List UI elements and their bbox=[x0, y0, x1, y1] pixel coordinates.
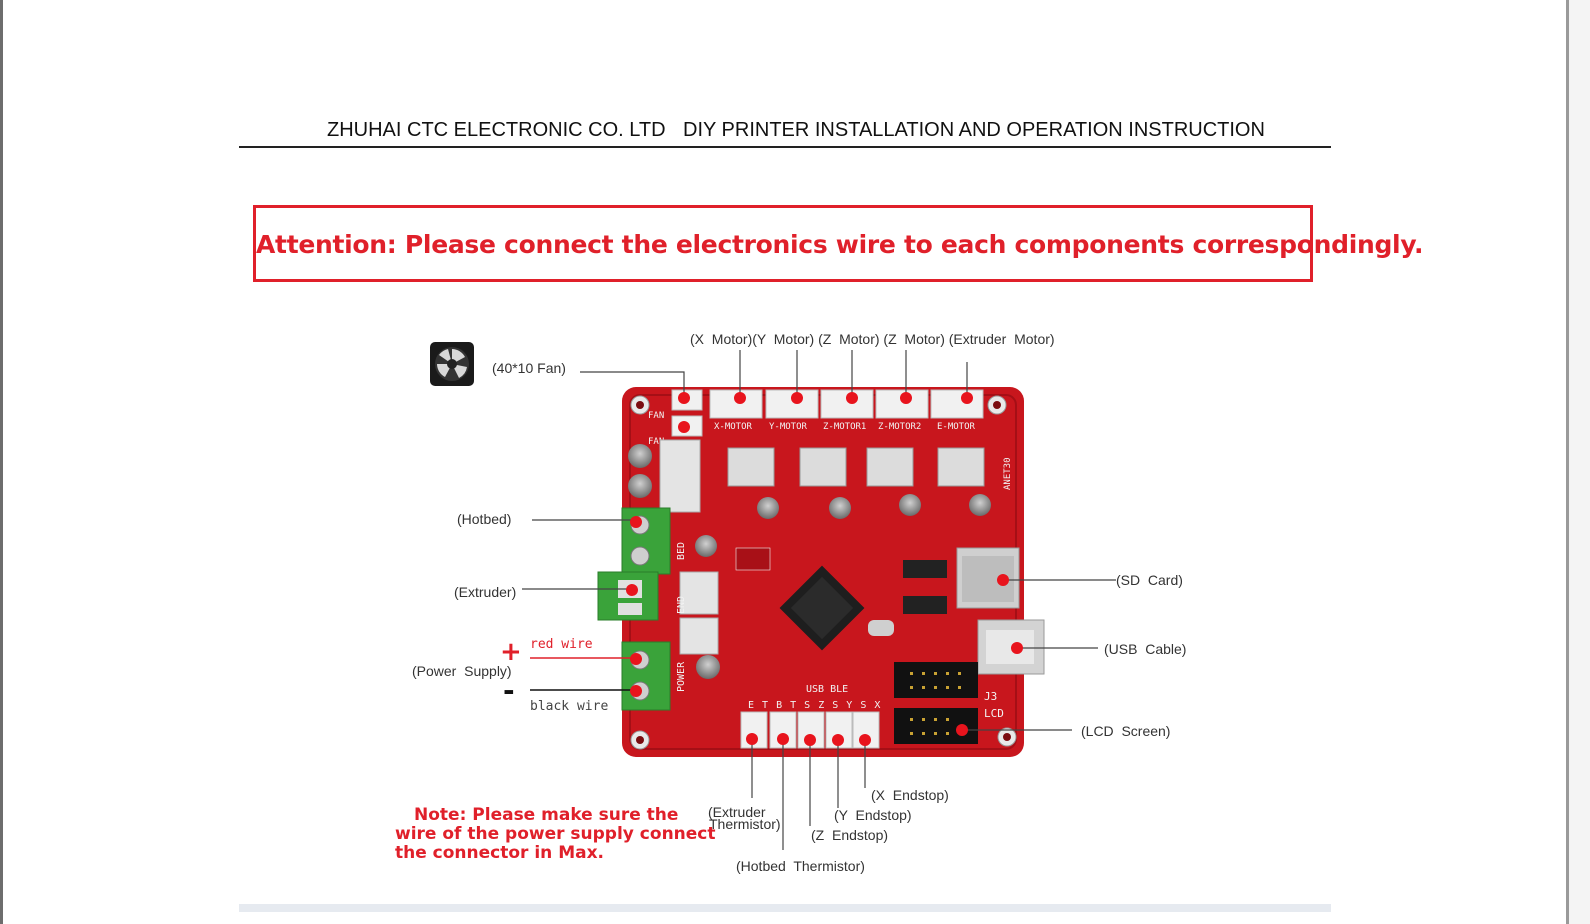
label-fan: (40*10 Fan) bbox=[492, 360, 566, 376]
lcd-headers bbox=[894, 662, 978, 744]
sd-card-slot bbox=[956, 547, 1020, 609]
label-hotbed: (Hotbed) bbox=[457, 511, 511, 527]
label-hotbed-thermistor: (Hotbed Thermistor) bbox=[736, 858, 865, 874]
attention-box: Attention: Please connect the electronic… bbox=[253, 205, 1424, 282]
viewer-left-border bbox=[0, 0, 3, 924]
viewer-scrollbar[interactable] bbox=[1566, 0, 1569, 924]
callout-lines bbox=[522, 350, 1116, 850]
usb-connector bbox=[977, 619, 1045, 675]
note-line-1: Note: Please make sure the bbox=[414, 805, 678, 825]
minus-sign: - bbox=[503, 674, 515, 707]
stepper-drivers bbox=[659, 439, 985, 655]
header-document-title: DIY PRINTER INSTALLATION AND OPERATION I… bbox=[683, 119, 1265, 141]
label-x-endstop: (X Endstop) bbox=[871, 787, 949, 803]
silk-fan-1: FAN bbox=[648, 411, 664, 421]
connection-dots bbox=[626, 392, 1023, 746]
controller-board: X-MOTOR Y-MOTOR Z-MOTOR1 Z-MOTOR2 E-MOTO… bbox=[597, 387, 1045, 757]
label-usb-cable: (USB Cable) bbox=[1104, 641, 1186, 657]
note-line-3: the connector in Max. bbox=[395, 843, 604, 863]
capacitors bbox=[628, 444, 991, 679]
page-header: ZHUHAI CTC ELECTRONIC CO. LTD DIY PRINTE… bbox=[239, 116, 1331, 148]
silk-bed: BED bbox=[676, 542, 687, 560]
screw-terminals bbox=[597, 507, 671, 711]
label-extruder: (Extruder) bbox=[454, 584, 516, 600]
silk-board-name: ANET30 bbox=[1003, 457, 1013, 490]
label-power-supply: (Power Supply) bbox=[412, 663, 512, 679]
plus-sign: + bbox=[500, 637, 522, 667]
note-line-2: wire of the power supply connect bbox=[395, 824, 716, 844]
label-red-wire: red wire bbox=[530, 637, 593, 652]
label-sd-card: (SD Card) bbox=[1116, 572, 1183, 588]
label-z-endstop: (Z Endstop) bbox=[811, 827, 888, 843]
silk-usb-ble: USB BLE bbox=[806, 684, 848, 695]
silk-e-motor: E-MOTOR bbox=[937, 422, 976, 432]
silk-lcd: LCD bbox=[984, 707, 1004, 720]
label-motors: (X Motor)(Y Motor) (Z Motor) (Z Motor) (… bbox=[690, 331, 1055, 347]
label-y-endstop: (Y Endstop) bbox=[834, 807, 912, 823]
attention-text: Attention: Please connect the electronic… bbox=[256, 230, 1424, 259]
header-company: ZHUHAI CTC ELECTRONIC CO. LTD bbox=[327, 119, 666, 141]
label-black-wire: black wire bbox=[530, 699, 608, 714]
microcontroller-chip bbox=[779, 565, 865, 651]
label-lcd-screen: (LCD Screen) bbox=[1081, 723, 1170, 739]
silk-end: END bbox=[676, 596, 687, 614]
silk-z-motor2: Z-MOTOR2 bbox=[878, 422, 921, 432]
silk-endstop-pins: E T B T S Z S Y S X bbox=[748, 700, 881, 711]
silk-y-motor: Y-MOTOR bbox=[769, 422, 808, 432]
silk-fan-2: FAN bbox=[648, 437, 664, 447]
silk-x-motor: X-MOTOR bbox=[714, 422, 753, 432]
page-bottom-edge bbox=[239, 904, 1331, 912]
viewer-right-gutter bbox=[1569, 0, 1590, 924]
silk-z-motor1: Z-MOTOR1 bbox=[823, 422, 866, 432]
silk-j3: J3 bbox=[984, 690, 997, 703]
label-extruder-thermistor-2: Thermistor) bbox=[709, 816, 781, 832]
fan-icon bbox=[430, 342, 474, 386]
silk-power: POWER bbox=[676, 661, 687, 692]
label-extruder-thermistor-1: (Extruder bbox=[708, 804, 766, 820]
power-note: Note: Please make sure the wire of the p… bbox=[395, 805, 716, 863]
